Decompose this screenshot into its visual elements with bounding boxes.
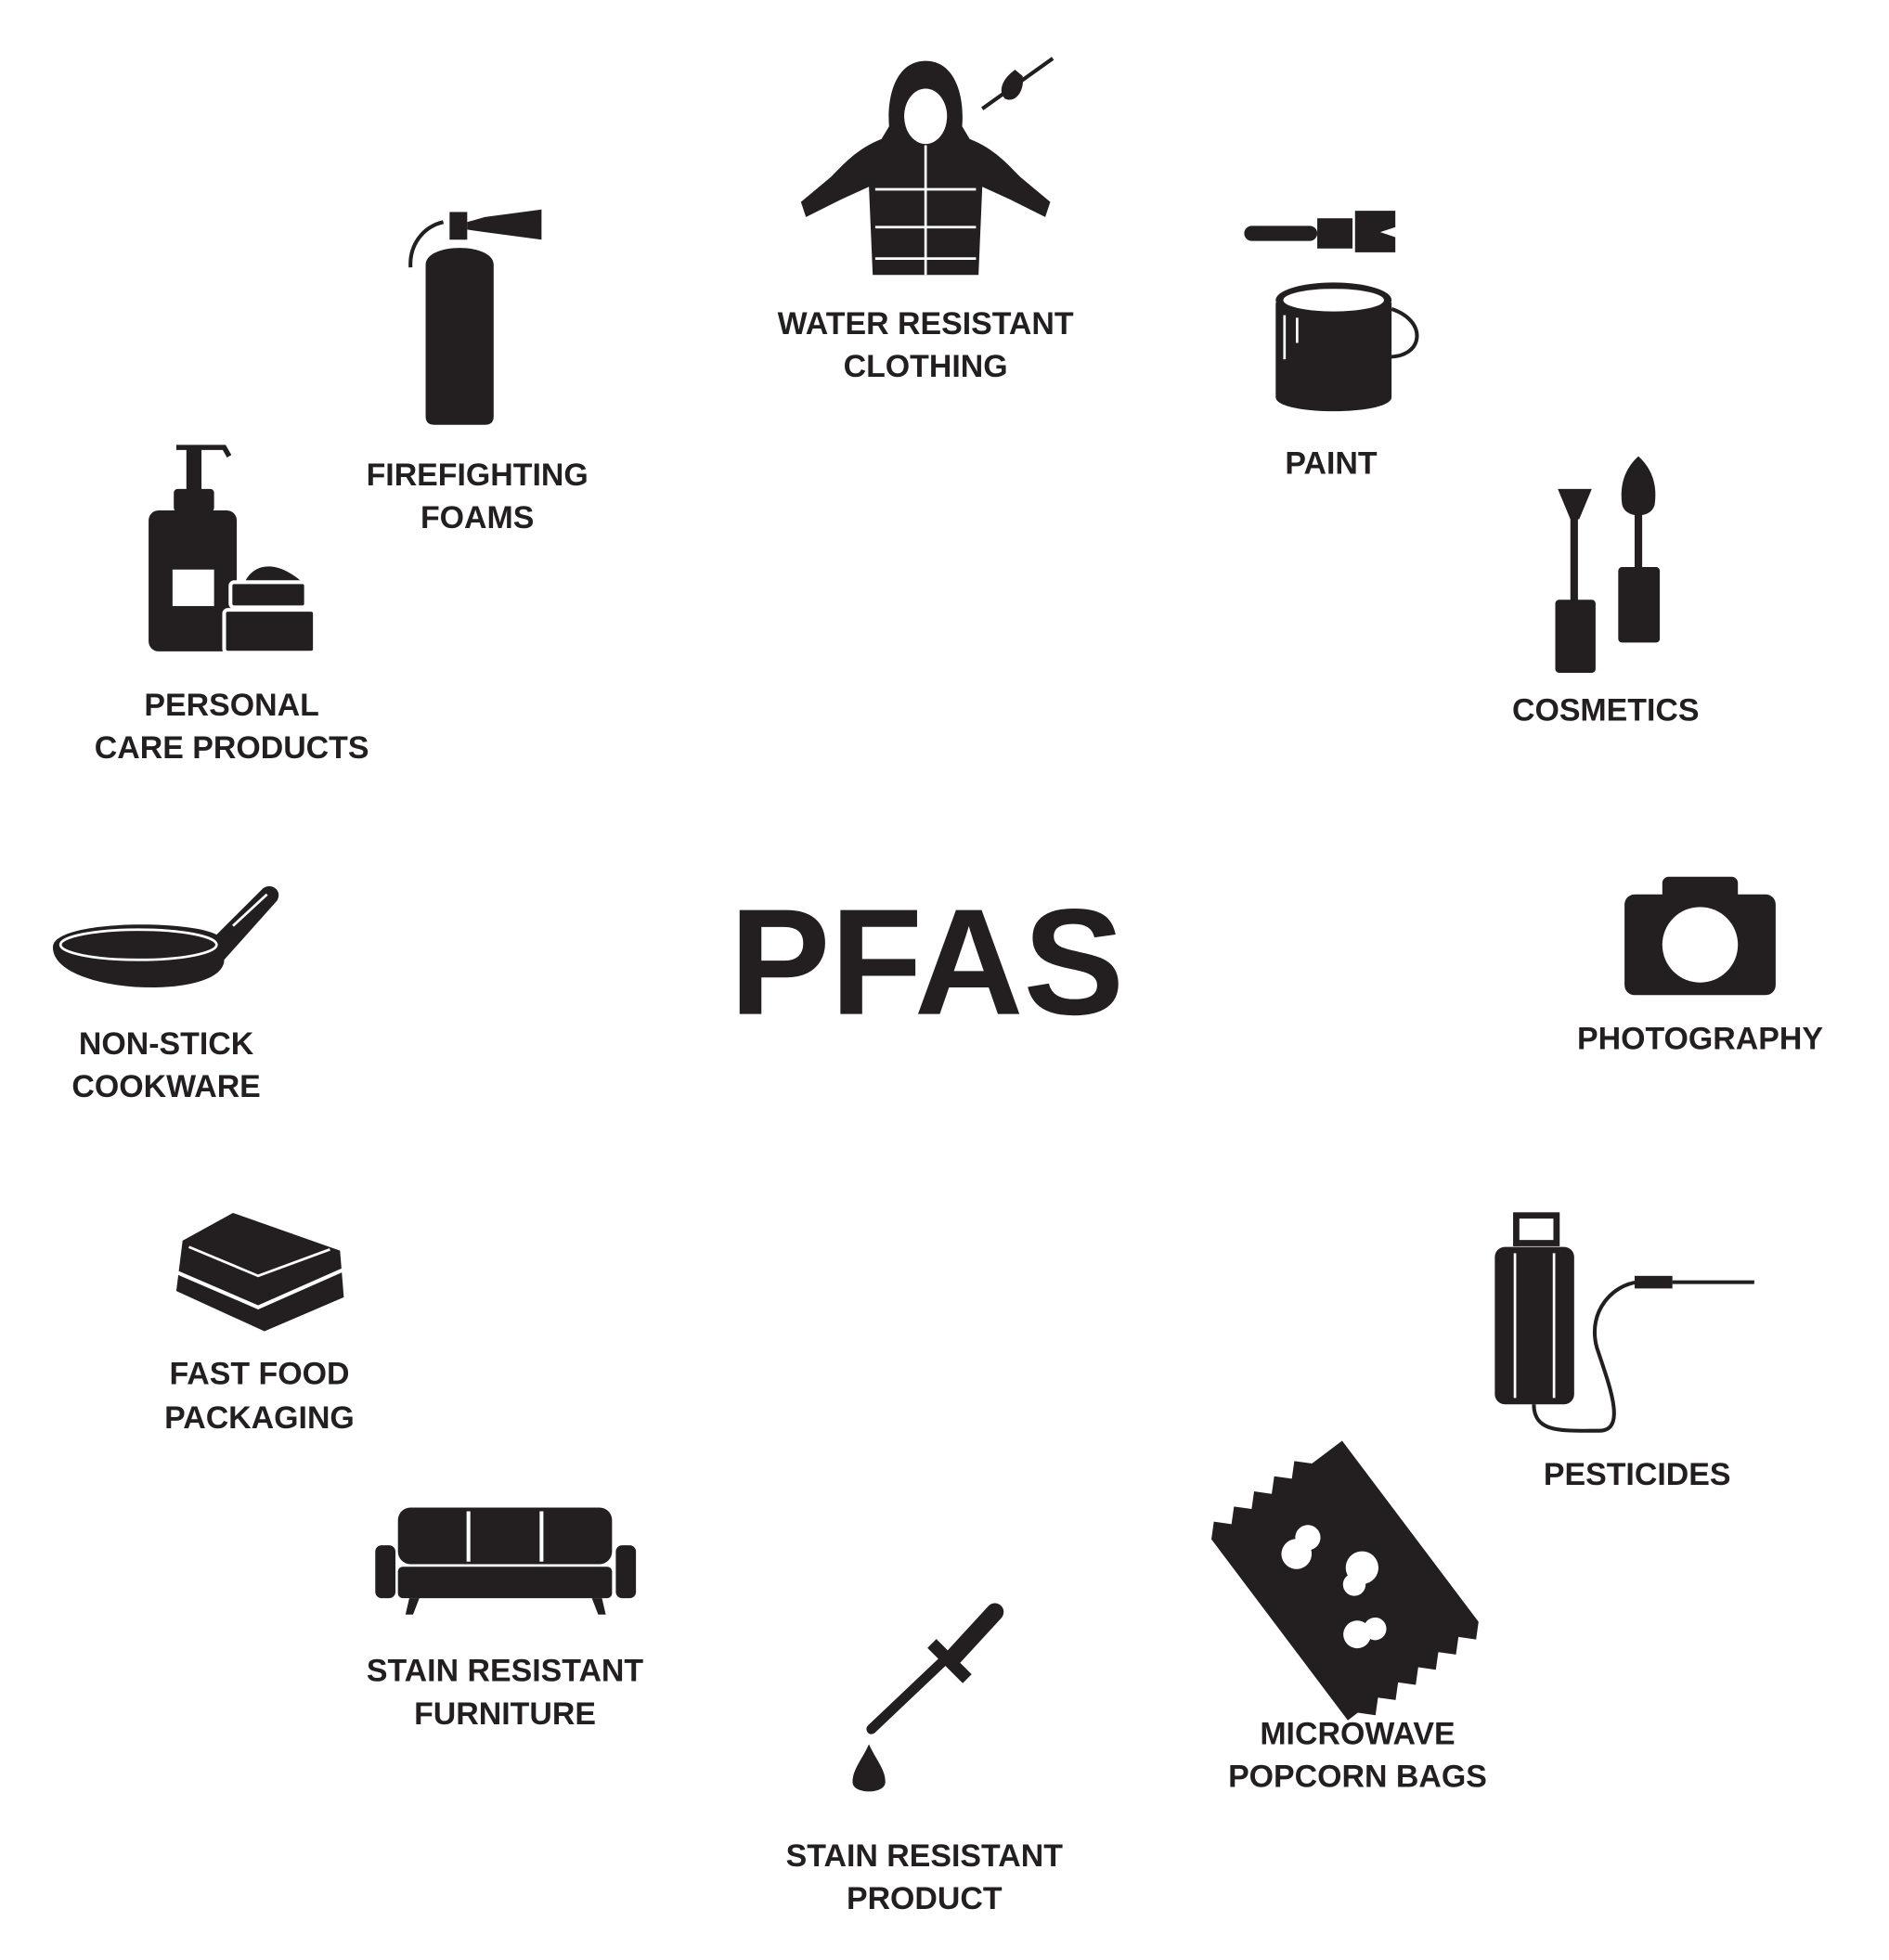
- jacket-icon: [800, 57, 1054, 276]
- dropper-icon: [852, 1603, 1004, 1792]
- label-line: COOKWARE: [71, 1069, 260, 1104]
- popcorn-bag-icon: [1211, 1440, 1479, 1721]
- label-line: STAIN RESISTANT: [367, 1654, 644, 1689]
- frying-pan-icon: [52, 886, 279, 988]
- label-line: FAST FOOD: [169, 1356, 349, 1391]
- label-line: PAINT: [1285, 446, 1377, 482]
- label-line: PESTICIDES: [1544, 1457, 1731, 1492]
- pump-bottle-icon: [149, 445, 317, 655]
- label-line: POPCORN BAGS: [1228, 1760, 1487, 1795]
- label-line: WATER RESISTANT: [778, 306, 1074, 342]
- mascara-icon: [1555, 456, 1661, 673]
- paint-can-icon: [1244, 211, 1419, 412]
- camera-icon: [1624, 876, 1776, 996]
- sprayer-icon: [1494, 1212, 1754, 1433]
- label-line: PRODUCT: [847, 1881, 1003, 1916]
- label-line: PACKAGING: [164, 1400, 355, 1436]
- label-line: STAIN RESISTANT: [786, 1838, 1064, 1874]
- label-line: CLOTHING: [844, 349, 1008, 384]
- label-line: FIREFIGHTING: [367, 458, 589, 493]
- label-line: FURNITURE: [414, 1696, 596, 1732]
- food-container-icon: [175, 1212, 345, 1332]
- label-line: COSMETICS: [1512, 693, 1700, 729]
- sofa-icon: [375, 1507, 637, 1615]
- fire-extinguisher-icon: [408, 209, 542, 425]
- label-line: CARE PRODUCTS: [95, 730, 369, 766]
- label-line: FOAMS: [420, 500, 534, 535]
- center-title: PFAS: [730, 879, 1124, 1047]
- label-line: NON-STICK: [79, 1026, 254, 1062]
- label-line: PERSONAL: [144, 688, 318, 723]
- label-line: MICROWAVE: [1260, 1716, 1455, 1751]
- label-line: PHOTOGRAPHY: [1577, 1022, 1823, 1057]
